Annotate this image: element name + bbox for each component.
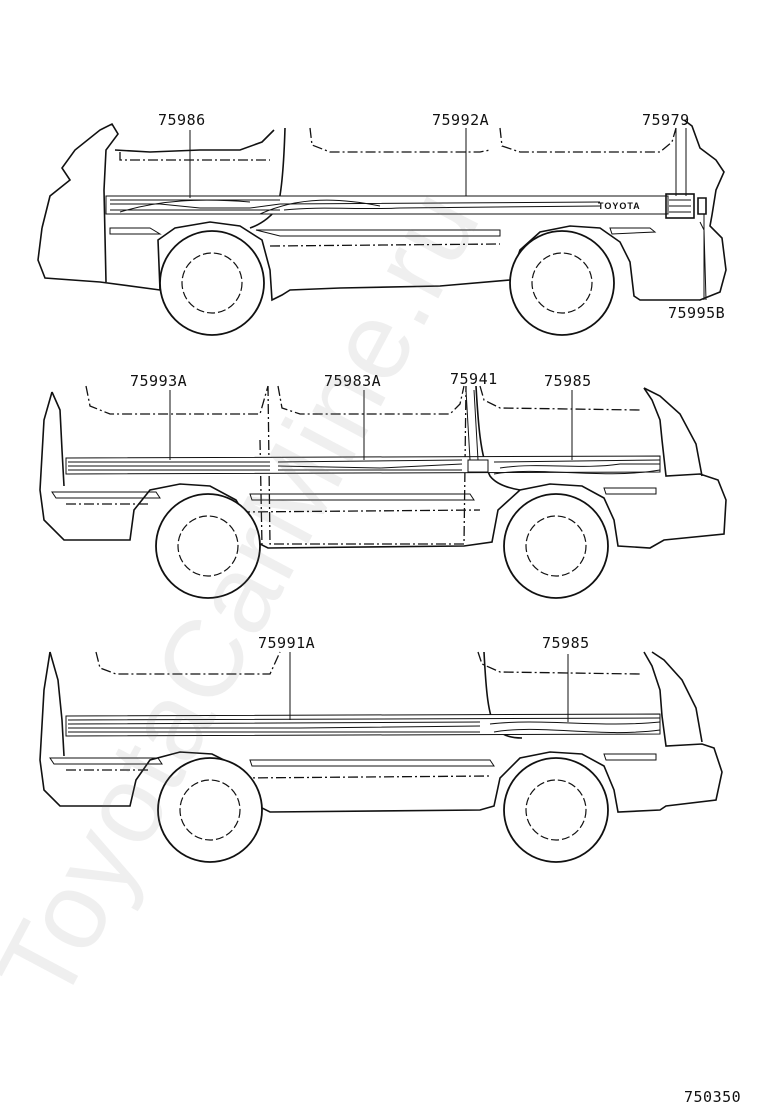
view3-rear — [49, 651, 65, 757]
view2-label-2: 75983A — [324, 372, 381, 390]
view1-window-front — [114, 129, 275, 153]
view2-label-1: 75993A — [130, 372, 187, 390]
view1-label-3: 75979 — [642, 111, 690, 129]
view3-body-outline — [39, 651, 723, 813]
view1-label-4: 75995B — [668, 304, 725, 322]
view3-label-2: 75985 — [542, 634, 590, 652]
view1-hood — [41, 122, 119, 283]
van-view-front-left: TOYOTA 75986 75992A 75979 75995B — [37, 111, 727, 336]
view2-front-wheel — [503, 493, 609, 599]
view1-rear-lamp — [665, 193, 695, 219]
view1-rocker — [269, 243, 501, 247]
view2-label-4: 75985 — [544, 372, 592, 390]
view2-stripe-lines — [68, 459, 661, 475]
view1-badge-text: TOYOTA — [598, 201, 641, 211]
view1-window-line — [119, 127, 677, 161]
figure-code: 750350 — [684, 1088, 741, 1106]
view2-pillar — [475, 385, 521, 491]
view1-label-2: 75992A — [432, 111, 489, 129]
view3-rear-wheel — [157, 757, 263, 863]
view3-front-wheel — [503, 757, 609, 863]
view2-rear-wheel — [155, 493, 261, 599]
view1-rear-wheel — [509, 230, 615, 336]
view2-label-3: 75941 — [450, 370, 498, 388]
view1-label-1: 75986 — [158, 111, 206, 129]
view2-window-line — [85, 385, 641, 415]
van-view-front-right-2: 75991A 75985 — [39, 634, 723, 863]
view3-trim — [49, 753, 657, 767]
view3-window-line — [95, 651, 641, 675]
view3-cab — [651, 651, 703, 743]
view1-trim — [109, 227, 657, 237]
van-view-front-right: 75993A 75983A 75941 75985 — [39, 370, 727, 599]
view1-body-outline — [37, 119, 727, 302]
view3-label-1: 75991A — [258, 634, 315, 652]
view2-rear — [51, 391, 65, 487]
view3-stripe-lines — [67, 717, 661, 734]
view2-trim — [51, 487, 657, 501]
view1-reflector — [697, 197, 707, 215]
view1-front-wheel — [159, 230, 265, 336]
view2-cab — [643, 387, 703, 477]
view1-stripe-swoosh — [119, 199, 381, 215]
view2-body-outline — [39, 387, 727, 549]
